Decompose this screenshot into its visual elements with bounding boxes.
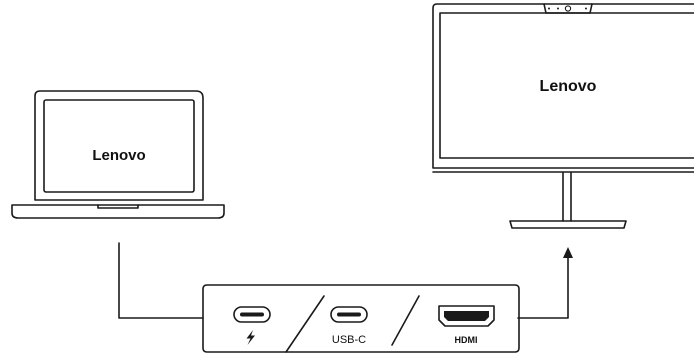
arrow-up-icon [563, 247, 573, 258]
laptop-brand: Lenovo [92, 147, 145, 164]
dock: USB-C HDMI [203, 285, 519, 352]
dock-divider [286, 296, 324, 352]
usb-c-port-label: USB-C [332, 334, 366, 346]
hdmi-port[interactable]: HDMI [439, 306, 494, 345]
dock-to-monitor-cable [518, 258, 568, 318]
monitor-stand-base [510, 221, 626, 228]
laptop-to-dock-cable [119, 243, 203, 318]
webcam [544, 4, 592, 13]
monitor-stand-neck [563, 173, 571, 221]
monitor-brand: Lenovo [540, 78, 597, 95]
laptop-lid [35, 91, 203, 200]
sensor-dot [585, 8, 587, 10]
usb-c-port-inner [337, 313, 361, 317]
sensor-dot [548, 8, 550, 10]
usb-c-port[interactable]: USB-C [331, 307, 367, 346]
hdmi-port-inner [444, 311, 489, 321]
monitor: Lenovo [433, 4, 694, 228]
thunderbolt-port[interactable] [234, 307, 270, 345]
dock-divider [392, 296, 419, 345]
laptop-base [12, 205, 224, 218]
sensor-dot [557, 8, 559, 10]
hdmi-port-label: HDMI [455, 335, 478, 345]
laptop-screen [44, 100, 194, 192]
usb-c-port-inner [240, 313, 264, 317]
webcam-lens-icon [565, 6, 570, 11]
thunderbolt-icon [247, 330, 256, 345]
laptop: Lenovo [12, 91, 224, 218]
